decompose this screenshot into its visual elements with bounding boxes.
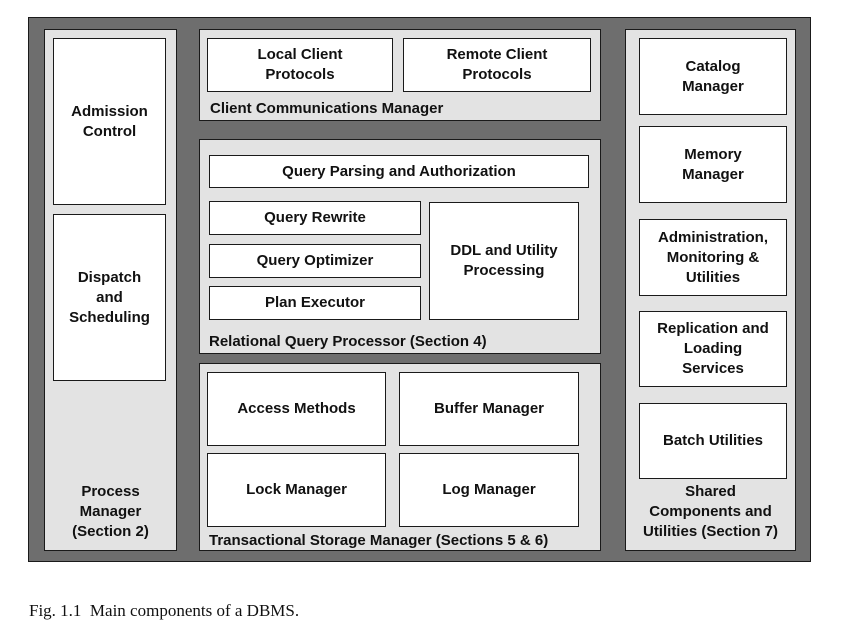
figure-caption: Fig. 1.1 Main components of a DBMS.	[29, 601, 300, 620]
process-manager-label: Process Manager (Section 2)	[72, 483, 149, 540]
administration-monitoring-box: Administration, Monitoring & Utilities	[639, 219, 787, 296]
query-parsing-authorization-box: Query Parsing and Authorization	[209, 155, 589, 188]
memory-manager-box: Memory Manager	[639, 126, 787, 203]
transactional-storage-panel: Access Methods Buffer Manager Lock Manag…	[199, 363, 601, 551]
client-communications-panel: Local Client Protocols Remote Client Pro…	[199, 29, 601, 121]
dbms-architecture-diagram: Admission Control Dispatch and Schedulin…	[28, 17, 811, 562]
admission-control-box: Admission Control	[53, 38, 166, 205]
dispatch-scheduling-box: Dispatch and Scheduling	[53, 214, 166, 381]
local-client-protocols-box: Local Client Protocols	[207, 38, 393, 92]
query-optimizer-box: Query Optimizer	[209, 244, 421, 278]
ddl-utility-processing-box: DDL and Utility Processing	[429, 202, 579, 320]
transactional-storage-label: Transactional Storage Manager (Sections …	[209, 532, 549, 549]
relational-query-processor-label: Relational Query Processor (Section 4)	[209, 333, 487, 350]
catalog-manager-box: Catalog Manager	[639, 38, 787, 115]
log-manager-box: Log Manager	[399, 453, 579, 527]
relational-query-processor-panel: Query Parsing and Authorization Query Re…	[199, 139, 601, 354]
shared-components-panel: Catalog Manager Memory Manager Administr…	[625, 29, 796, 551]
replication-loading-box: Replication and Loading Services	[639, 311, 787, 387]
lock-manager-box: Lock Manager	[207, 453, 386, 527]
process-manager-panel: Admission Control Dispatch and Schedulin…	[44, 29, 177, 551]
buffer-manager-box: Buffer Manager	[399, 372, 579, 446]
access-methods-box: Access Methods	[207, 372, 386, 446]
shared-components-label: Shared Components and Utilities (Section…	[642, 483, 779, 540]
plan-executor-box: Plan Executor	[209, 286, 421, 320]
client-communications-label: Client Communications Manager	[210, 100, 444, 117]
query-rewrite-box: Query Rewrite	[209, 201, 421, 235]
batch-utilities-box: Batch Utilities	[639, 403, 787, 479]
remote-client-protocols-box: Remote Client Protocols	[403, 38, 591, 92]
